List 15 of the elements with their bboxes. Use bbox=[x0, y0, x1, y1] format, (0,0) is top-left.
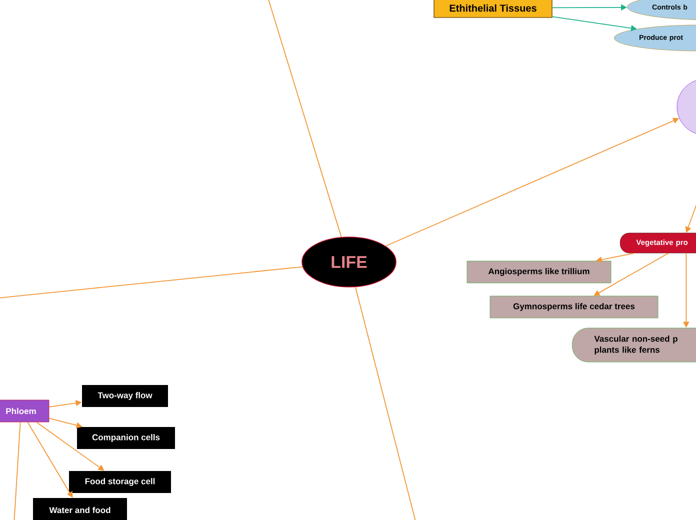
connector-line bbox=[268, 0, 342, 238]
topic-box: Food storage cell bbox=[69, 471, 171, 493]
arrow bbox=[36, 422, 104, 471]
topic-box: Companion cells bbox=[77, 427, 175, 449]
topic-box: Water and food bbox=[33, 498, 127, 520]
topic-pill: Vascular non-seed p plants like ferns bbox=[572, 328, 696, 362]
topic-box: Ethithelial Tissues bbox=[434, 0, 552, 18]
topic-box: Gymnosperms life cedar trees bbox=[490, 296, 658, 318]
topic-circle bbox=[676, 78, 696, 136]
topic-box: Two-way flow bbox=[82, 385, 168, 407]
topic-box: Phloem bbox=[0, 400, 50, 422]
connector-line bbox=[0, 266, 303, 298]
topic-box: Angiosperms like trillium bbox=[466, 260, 612, 284]
connector-line bbox=[355, 286, 416, 520]
connector-line bbox=[14, 422, 21, 520]
